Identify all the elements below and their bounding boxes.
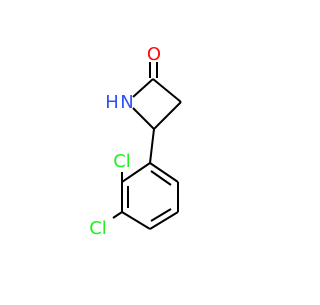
- bond-ring-c6-c1: [149, 162, 179, 183]
- atom-labels: O H N Cl Cl: [89, 44, 161, 239]
- bond-ring-c1-c2: [121, 162, 151, 183]
- bonds: [112, 62, 182, 230]
- oxygen-label: O: [147, 44, 161, 65]
- hydrogen-label: H: [105, 92, 119, 113]
- bond-ch2-ch: [153, 101, 182, 130]
- structure-svg: O H N Cl Cl: [89, 44, 182, 239]
- bond-ring-inner-c1-c6: [150, 170, 172, 186]
- molecule-diagram: O H N Cl Cl: [89, 44, 182, 239]
- chlorine-label-lower: Cl: [89, 218, 107, 239]
- bond-c3-chlorine: [112, 211, 123, 219]
- chlorine-label-upper: Cl: [113, 151, 131, 172]
- bond-ring-c3-c4: [121, 211, 151, 230]
- bond-ring-c4-c5: [149, 211, 179, 230]
- bond-ring-inner-c5-c4: [150, 208, 172, 222]
- bond-ch-aryl: [149, 128, 155, 164]
- bond-carbonyl-nitrogen: [132, 78, 154, 98]
- bond-ch-nitrogen: [132, 107, 155, 130]
- nitrogen-label: N: [120, 92, 133, 113]
- bond-carbonyl-ch2: [152, 78, 182, 103]
